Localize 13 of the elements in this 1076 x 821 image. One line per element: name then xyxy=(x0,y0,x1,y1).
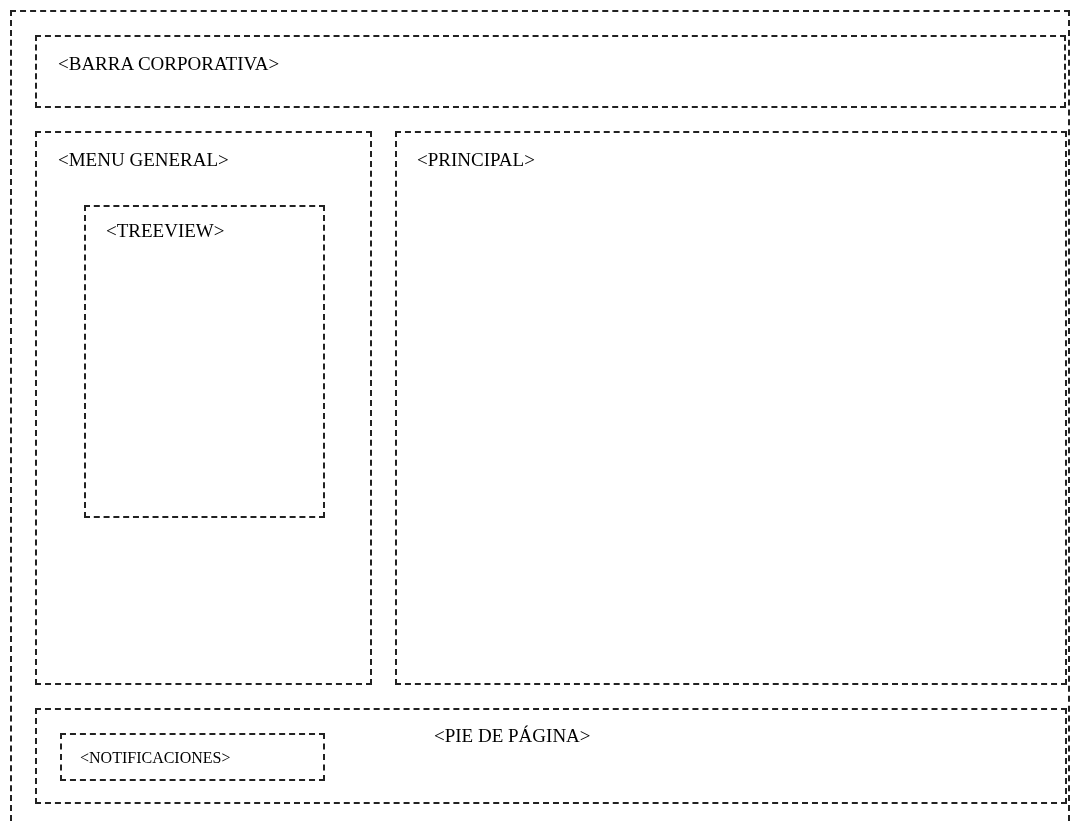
section-label: <PIE DE PÁGINA> xyxy=(434,725,591,747)
section-label: <PRINCIPAL> xyxy=(417,149,535,171)
layout-region xyxy=(35,708,1067,804)
section-label: <TREEVIEW> xyxy=(106,220,225,242)
layout-region xyxy=(60,733,325,781)
layout-region xyxy=(35,131,372,685)
layout-region xyxy=(84,205,325,518)
layout-region xyxy=(35,35,1066,108)
section-label: <MENU GENERAL> xyxy=(58,149,229,171)
layout-region xyxy=(395,131,1067,685)
page-frame xyxy=(10,10,1070,821)
section-label: <BARRA CORPORATIVA> xyxy=(58,53,280,75)
section-label: <NOTIFICACIONES> xyxy=(80,749,231,767)
